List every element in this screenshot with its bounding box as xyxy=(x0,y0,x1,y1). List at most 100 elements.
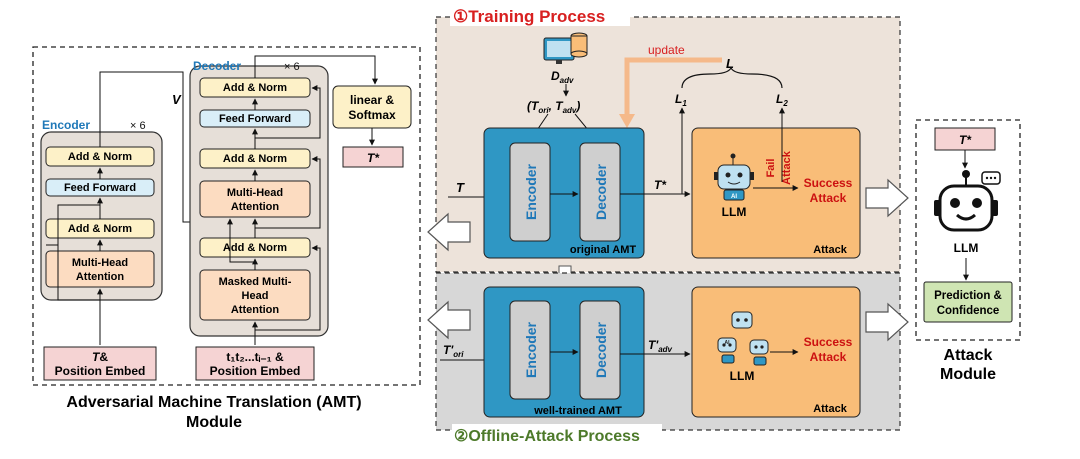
original-encoder-box xyxy=(509,142,551,242)
training-title: ①Training Process xyxy=(453,7,605,26)
well-trained-encoder-label: Encoder xyxy=(523,321,539,378)
offline-ai-badge: AI xyxy=(725,340,731,346)
amt-module-title-line1: Adversarial Machine Translation (AMT) xyxy=(66,394,361,411)
enc-residual-2 xyxy=(57,204,100,245)
enc-mha-label-2: Attention xyxy=(76,271,125,283)
decoder-input-line2: Position Embed xyxy=(210,364,301,378)
amt-output-label: T* xyxy=(367,151,380,165)
dataset-label: Dadv xyxy=(551,69,574,85)
offline-llm-label: LLM xyxy=(730,369,755,383)
v-label: V xyxy=(172,92,182,107)
prediction-confidence-box xyxy=(923,281,1013,323)
loss-brace xyxy=(681,66,783,89)
training-input-label: T xyxy=(456,180,465,195)
offline-to-attack-arrow xyxy=(865,302,909,342)
big-robot-icon xyxy=(934,170,1001,232)
well-trained-amt-caption: well-trained AMT xyxy=(533,405,622,417)
dec-residual-1 xyxy=(255,245,321,331)
dec-to-linear-arrow xyxy=(254,55,378,85)
linear-softmax-line1: linear & xyxy=(350,93,394,107)
well-trained-decoder-box xyxy=(579,300,621,400)
update-arrow xyxy=(624,57,722,120)
amt-module: Encoder × 6 Add & Norm Feed Forward Add … xyxy=(32,46,421,431)
enc-add-norm-bottom-label: Add & Norm xyxy=(68,223,132,235)
offline-attack-process: ②Offline-Attack Process T'ori Encoder De… xyxy=(435,272,901,445)
attack-module-title-line2: Module xyxy=(940,366,996,383)
decoder-label: Decoder xyxy=(193,59,241,73)
dec-residual-3 xyxy=(255,85,321,139)
training-to-amt-arrow xyxy=(427,212,471,252)
training-success-line1: Success xyxy=(804,176,853,190)
dec-masked-mha-label-2: Head xyxy=(242,290,269,302)
update-arrow-head xyxy=(619,114,635,128)
loss2-label: L2 xyxy=(776,92,788,108)
loss1-label: L1 xyxy=(675,92,687,108)
dec-mha-label-2: Attention xyxy=(231,201,280,213)
offline-success-line2: Attack xyxy=(810,350,847,364)
offline-attack-caption: Attack xyxy=(813,403,848,415)
amt-output-box xyxy=(342,146,404,168)
attack-input-label: T* xyxy=(959,133,972,147)
well-trained-decoder-label: Decoder xyxy=(593,321,609,378)
attack-llm-label: LLM xyxy=(954,241,979,255)
enc-feed-forward-label: Feed Forward xyxy=(64,182,136,194)
training-llm-label: LLM xyxy=(722,205,747,219)
dec-feed-forward-label: Feed Forward xyxy=(219,113,291,125)
dec-add-norm-2-label: Add & Norm xyxy=(223,153,287,165)
decoder-input-box xyxy=(195,346,315,381)
amt-module-border xyxy=(32,46,421,386)
decoder-stack: Decoder × 6 Add & Norm Feed Forward Add … xyxy=(189,55,378,345)
linear-softmax-line2: Softmax xyxy=(348,108,396,122)
training-output-label: T* xyxy=(654,178,667,192)
fail-label-line1: Fail xyxy=(765,159,777,178)
fail-label-line2: Attack xyxy=(781,150,793,185)
prediction-line1: Prediction & xyxy=(934,290,1002,302)
dec-mha-label-1: Multi-Head xyxy=(227,187,283,199)
attack-module: T* LLM Prediction & Confidence Attack Mo… xyxy=(915,119,1021,383)
enc-to-dec-arrow xyxy=(99,71,197,225)
dec-residual-2 xyxy=(255,156,321,229)
dec-q-arrow xyxy=(227,218,255,263)
robot-icon xyxy=(714,153,754,201)
prediction-line2: Confidence xyxy=(937,305,1000,317)
offline-input-label: T'ori xyxy=(443,343,464,359)
amt-module-title-line2: Module xyxy=(186,414,242,431)
decoder-repeat: × 6 xyxy=(284,61,300,73)
encoder-input-box xyxy=(43,346,157,381)
original-decoder-box xyxy=(579,142,621,242)
training-attack-caption: Attack xyxy=(813,244,848,256)
training-to-attack-arrow xyxy=(865,178,909,218)
offline-output-label: T'adv xyxy=(648,338,673,354)
encoder-input-line1: T& xyxy=(92,350,108,364)
decoder-input-line1: t₁t₂...tᵢ₋₁ & xyxy=(226,350,284,364)
training-ai-badge: AI xyxy=(731,194,737,200)
well-trained-encoder-box xyxy=(509,300,551,400)
offline-success-line1: Success xyxy=(804,335,853,349)
enc-residual-1 xyxy=(46,244,100,301)
update-label: update xyxy=(648,43,685,57)
offline-to-amt-arrow xyxy=(427,300,471,340)
pair-label: (Tori, Tadv) xyxy=(527,99,580,115)
attack-module-title-line1: Attack xyxy=(944,347,993,364)
original-encoder-label: Encoder xyxy=(523,163,539,220)
training-process: ①Training Process Dadv (Tori, Tadv) upda… xyxy=(435,6,901,273)
dec-add-norm-3-label: Add & Norm xyxy=(223,242,287,254)
encoder-input-line2: Position Embed xyxy=(55,364,146,378)
encoder-repeat: × 6 xyxy=(130,120,146,132)
original-decoder-label: Decoder xyxy=(593,163,609,220)
dec-masked-mha-label-1: Masked Multi- xyxy=(219,276,292,288)
offline-title: ②Offline-Attack Process xyxy=(454,428,640,445)
dec-add-norm-1-label: Add & Norm xyxy=(223,82,287,94)
enc-mha-label-1: Multi-Head xyxy=(72,257,128,269)
offline-title-bg xyxy=(452,424,662,442)
encoder-label: Encoder xyxy=(42,118,90,132)
encoder-stack: Encoder × 6 Add & Norm Feed Forward Add … xyxy=(40,71,197,345)
dec-masked-mha-label-3: Attention xyxy=(231,304,280,316)
enc-add-norm-top-label: Add & Norm xyxy=(68,151,132,163)
training-attack-box xyxy=(691,127,861,259)
robots-group-icon xyxy=(717,311,769,366)
dataset-icon xyxy=(543,32,588,64)
original-amt-caption: original AMT xyxy=(570,244,636,256)
training-title-bg xyxy=(450,6,630,26)
